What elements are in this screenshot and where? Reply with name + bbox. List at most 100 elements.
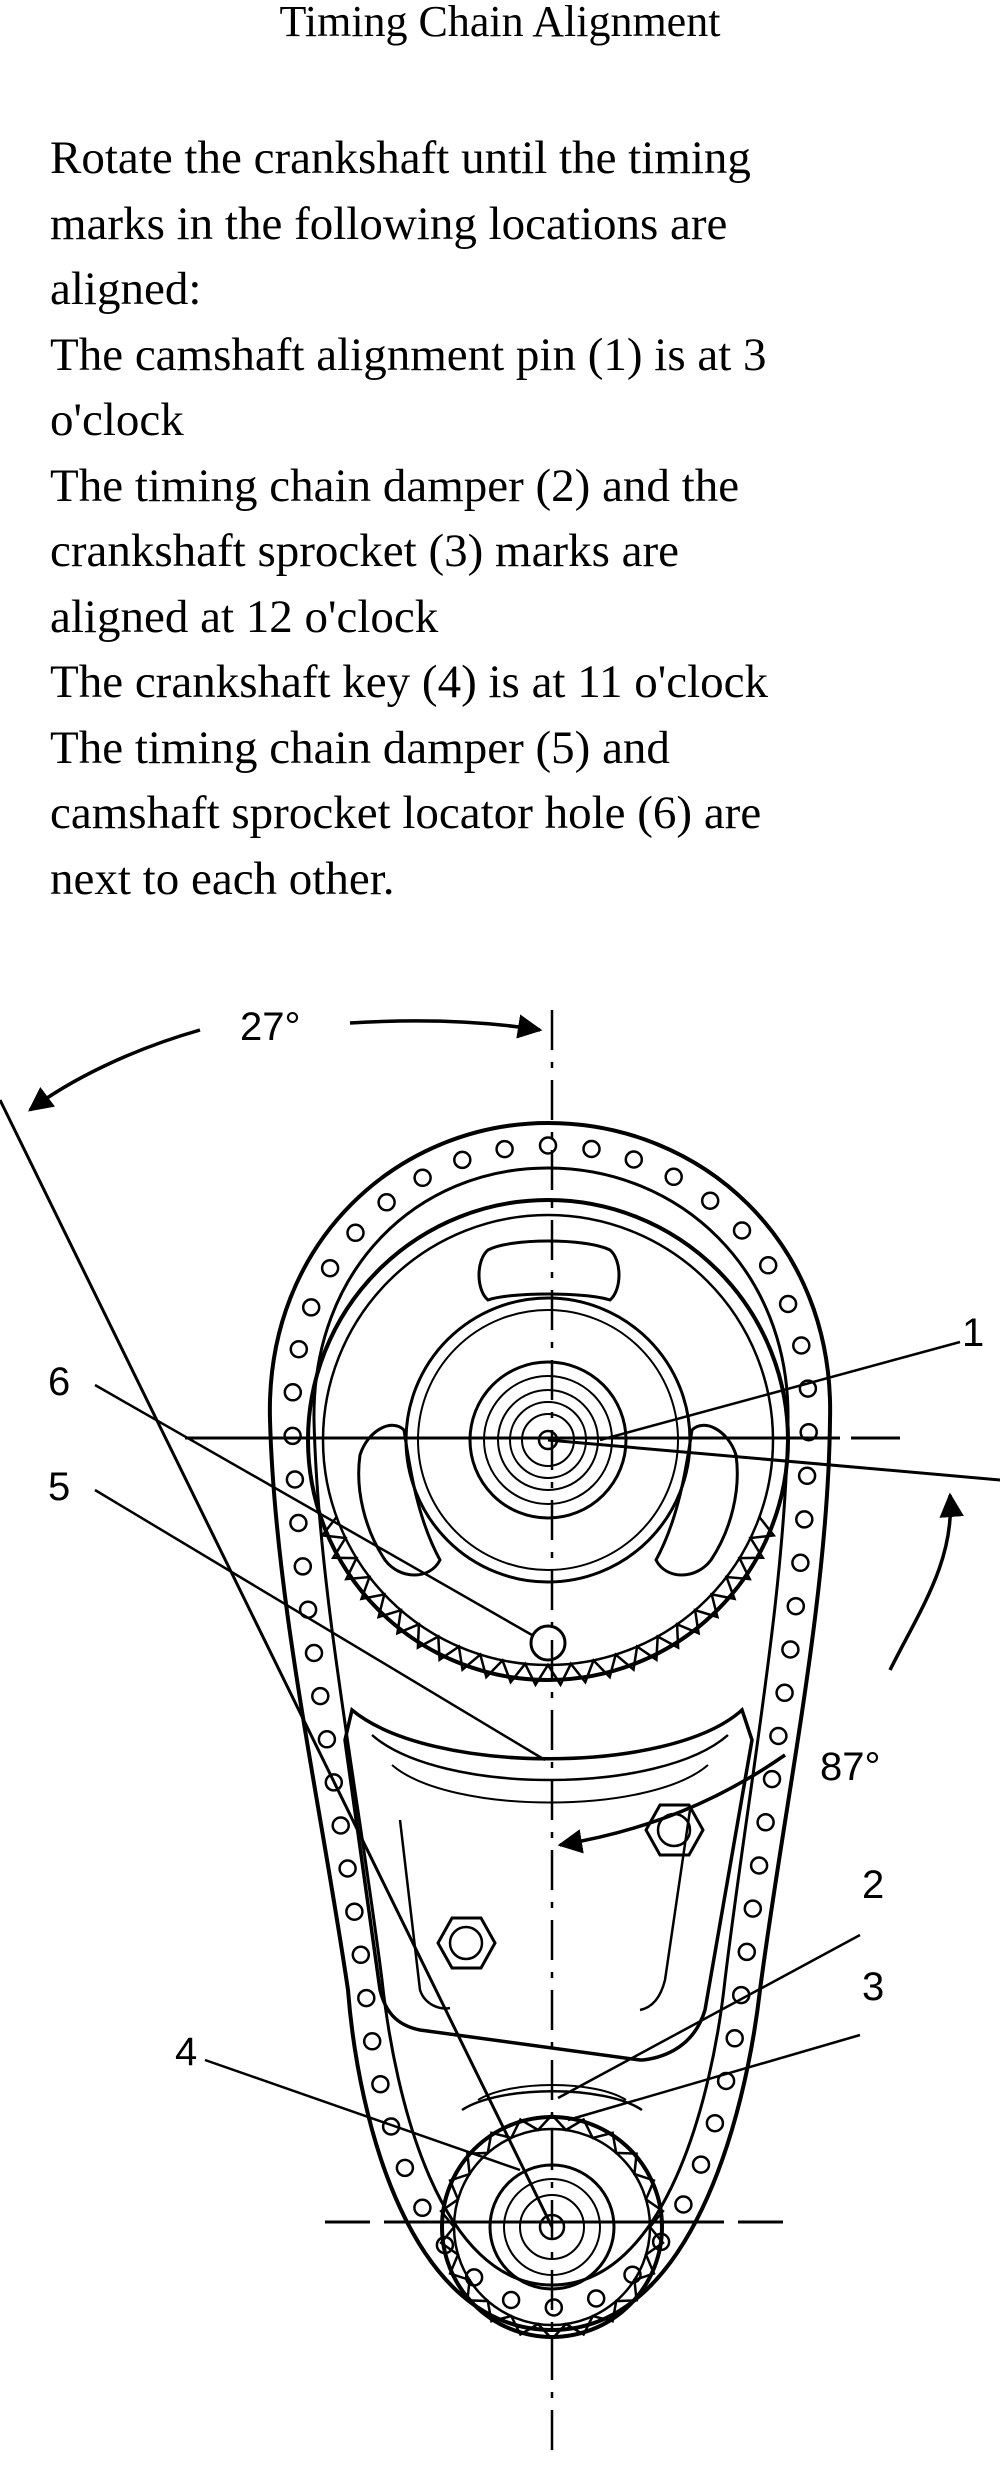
sprocket-tooth-profile bbox=[439, 2113, 665, 2341]
chain-link-pin bbox=[797, 1466, 817, 1486]
instruction-line: camshaft sprocket locator hole (6) are bbox=[50, 787, 762, 839]
instruction-text: Rotate the crankshaft until the timing m… bbox=[50, 126, 980, 912]
chain-link-pin bbox=[792, 1336, 811, 1355]
chain-link-pin bbox=[395, 2158, 415, 2178]
chain-link-pin bbox=[725, 2029, 744, 2048]
chain-link-pin bbox=[705, 2113, 725, 2133]
chain-link-pin bbox=[791, 1553, 810, 1573]
leader-1 bbox=[599, 1340, 961, 1442]
chain-link-pin bbox=[781, 1640, 800, 1659]
chain-link-pin bbox=[317, 1730, 337, 1749]
chain-links bbox=[283, 1136, 818, 2317]
leader-6 bbox=[94, 1383, 533, 1637]
instruction-line: Rotate the crankshaft until the timing bbox=[50, 132, 751, 184]
instruction-line: aligned: bbox=[50, 263, 202, 315]
chain-link-pin bbox=[582, 1139, 601, 1159]
chain-link-pin bbox=[664, 1167, 683, 1187]
instruction-line: aligned at 12 o'clock bbox=[50, 590, 439, 643]
camshaft-sprocket-teeth bbox=[319, 1516, 777, 1688]
chain-link-pin bbox=[320, 1258, 340, 1278]
chain-link-pin bbox=[283, 1426, 302, 1446]
chain-link-pin bbox=[544, 2298, 564, 2317]
chain-link-pin bbox=[346, 1223, 365, 1243]
leader-3 bbox=[567, 2033, 861, 2122]
chain-link-pin bbox=[324, 1773, 344, 1792]
chain-link-pin bbox=[758, 1256, 778, 1275]
chain-link-pin bbox=[362, 2032, 382, 2051]
chain-link-pin bbox=[413, 1168, 432, 1188]
chain-link-pin bbox=[798, 1379, 818, 1398]
chain-link-pin bbox=[413, 2198, 432, 2218]
chain-link-pin bbox=[624, 1150, 644, 1169]
damper-bolt bbox=[644, 1803, 705, 1857]
chain-link-pin bbox=[786, 1596, 806, 1616]
chain-link-pin bbox=[345, 1902, 364, 1921]
chain-link-pin bbox=[311, 1686, 330, 1706]
chain-link-pin bbox=[769, 1726, 788, 1746]
chain-link-pin bbox=[749, 1856, 769, 1875]
chain-link-pin bbox=[762, 1769, 782, 1789]
chain-link-pin bbox=[795, 1510, 814, 1529]
chain-link-pin bbox=[453, 1150, 472, 1170]
chain-link-pin bbox=[778, 1294, 798, 1314]
instruction-line: The timing chain damper (2) and the bbox=[50, 459, 740, 512]
chain-link-pin bbox=[737, 1942, 757, 1962]
camshaft-locator-hole bbox=[529, 1624, 567, 1662]
sprocket-slot bbox=[654, 1423, 739, 1577]
callout-1: 1 bbox=[962, 1311, 984, 1355]
instruction-line: crankshaft sprocket (3) marks are bbox=[50, 525, 679, 577]
chain-link-pin bbox=[377, 1193, 396, 1212]
chain-link-pin bbox=[283, 1383, 303, 1402]
camshaft-sprocket bbox=[306, 1198, 790, 1682]
sprocket-tooth-profile bbox=[319, 1516, 777, 1688]
timing-chain-damper bbox=[343, 1706, 754, 2062]
crankshaft-sprocket-teeth bbox=[439, 2113, 665, 2341]
callout-5: 5 bbox=[48, 1465, 70, 1509]
callout-4: 4 bbox=[175, 2030, 197, 2074]
chain-link-pin bbox=[691, 2155, 711, 2174]
chain-link-pin bbox=[304, 1643, 324, 1663]
chain-link-pin bbox=[495, 1139, 514, 1159]
chain-link-pin bbox=[289, 1513, 308, 1533]
chain-link-pin bbox=[289, 1339, 309, 1359]
chain-link-pin bbox=[293, 1557, 313, 1576]
chain-link-pin bbox=[538, 1136, 558, 1155]
instruction-line: next to each other. bbox=[50, 852, 395, 905]
callout-3: 3 bbox=[862, 1965, 884, 2009]
angle-arc-27 bbox=[28, 1028, 201, 1112]
chain-link-pin bbox=[743, 1899, 763, 1918]
chain-link-pin bbox=[357, 1988, 376, 2008]
angle-label-87: 87° bbox=[820, 1745, 881, 1789]
instruction-line: The timing chain damper (5) and bbox=[50, 721, 670, 774]
callout-6: 6 bbox=[48, 1360, 70, 1404]
chain-link-pin bbox=[301, 1298, 321, 1317]
chain-link-pin bbox=[501, 2290, 521, 2310]
leader-2 bbox=[557, 1933, 861, 2100]
camshaft-pin-reference-line bbox=[547, 1438, 1000, 1482]
chain-link-pin bbox=[674, 2195, 693, 2214]
chain-link-pin bbox=[351, 1945, 371, 1965]
chain-link-pin bbox=[331, 1816, 350, 1835]
chain-link-pin bbox=[285, 1470, 305, 1489]
angle-label-27: 27° bbox=[240, 1005, 301, 1049]
chain-link-pin bbox=[371, 2074, 390, 2094]
chain-link-pin bbox=[756, 1813, 775, 1832]
instruction-line: The crankshaft key (4) is at 11 o'clock bbox=[50, 656, 768, 708]
sprocket-slot bbox=[357, 1423, 442, 1577]
crankshaft-key-reference-line bbox=[0, 1099, 554, 2228]
instruction-line: o'clock bbox=[50, 394, 184, 446]
damper-inner-slot bbox=[398, 1819, 451, 2010]
angle-arc-87 bbox=[888, 1492, 964, 1671]
callout-2: 2 bbox=[862, 1863, 884, 1907]
page-title: Timing Chain Alignment bbox=[279, 0, 721, 46]
instruction-line: The camshaft alignment pin (1) is at 3 bbox=[50, 328, 767, 381]
leader-4 bbox=[204, 2058, 521, 2172]
timing-chain-outer bbox=[267, 1120, 833, 2333]
sprocket-slot bbox=[477, 1239, 621, 1302]
chain-link-pin bbox=[338, 1859, 357, 1878]
chain-link-pin bbox=[586, 2289, 606, 2308]
timing-chain-diagram: 27° 87° 1 2 3 4 5 6 bbox=[0, 1005, 1000, 2455]
chain-link-pin bbox=[775, 1683, 794, 1703]
chain-link-pin bbox=[732, 1221, 752, 1240]
instruction-line: marks in the following locations are bbox=[50, 197, 728, 250]
